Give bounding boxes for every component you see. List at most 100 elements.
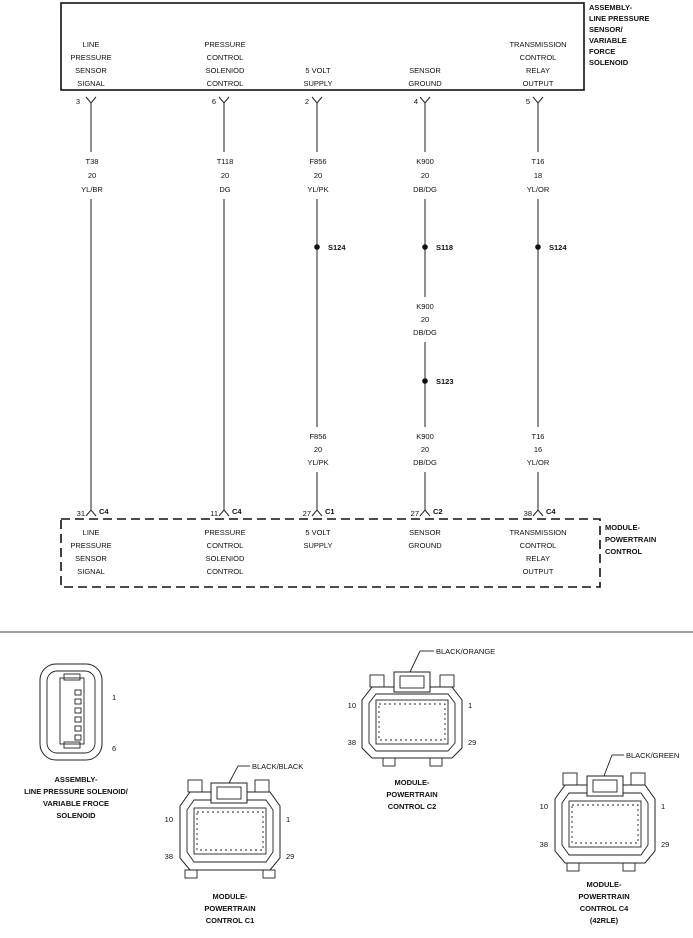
splice-dot [422,244,428,250]
connector-side-tab [187,779,203,793]
wire-color: YL/BR [81,185,103,194]
connector-caption: MODULE- [395,778,430,787]
bottom-pin-label: 5 VOLT [305,528,331,537]
bottom-pin-number: 11 [210,509,218,518]
connector-lock-inner [592,779,618,793]
connector-foot [184,869,198,879]
top-pin-label: CONTROL [207,53,244,62]
wire-gauge: 20 [314,445,322,454]
terminal-cavity [74,716,82,723]
terminal-cavity [74,707,82,714]
connector-caption: CONTROL C2 [388,802,437,811]
terminal-cavity [74,698,82,705]
splice-id: S124 [549,243,567,252]
wire-color: DB/DG [413,328,437,337]
splice-dot [314,244,320,250]
top-connector-terminal [218,96,230,104]
connector-latch [63,741,81,749]
connector-shell [361,686,463,759]
wire-color: YL/OR [527,185,550,194]
top-pin-label: CONTROL [520,53,557,62]
top-pin-label: SIGNAL [77,79,105,88]
terminal-field [568,800,642,848]
wire-gauge: 20 [421,315,429,324]
terminal-cavity [74,689,82,696]
top-component-name-line: VARIABLE [589,36,627,45]
bottom-connector-id: C4 [546,507,556,516]
bottom-connector-terminal [419,509,431,517]
pin-number-label: 29 [468,738,476,747]
connector-foot [566,862,580,872]
bottom-pin-label: PRESSURE [70,541,111,550]
connector-side-tab [630,772,646,786]
connector-caption: POWERTRAIN [204,904,255,913]
color-leader-line [409,650,421,673]
color-leader-line [228,765,239,784]
top-pin-number: 2 [305,97,309,106]
connector-lock [393,671,431,693]
connector-caption: LINE PRESSURE SOLENOID/ [24,787,129,796]
connector-caption: POWERTRAIN [578,892,629,901]
circuit-line-pressure-sensor-signal: LINE PRESSURE SENSOR SIGNAL 3 T38 20 YL/… [70,40,111,576]
top-connector-terminal [419,96,431,104]
bottom-component-box [60,518,601,588]
color-leader-line [603,754,613,777]
top-pin-label: SENSOR [75,66,107,75]
connector-view-pcm-c2: BLACK/ORANGE 10 1 38 29 MODULE- POWERTRA… [348,647,496,811]
pin-number-label: 1 [286,815,290,824]
terminal-field [375,699,449,745]
connector-foot [262,869,276,879]
pin-number-label: 6 [112,744,116,753]
pin-number-label: 10 [540,802,548,811]
connector-caption: (42RLE) [590,916,619,925]
top-component-name-line: SOLENOID [589,58,629,67]
wire-gauge: 20 [314,171,322,180]
top-pin-label: SUPPLY [303,79,332,88]
bottom-pin-label: RELAY [526,554,550,563]
bottom-pin-number: 31 [77,509,85,518]
wire-color: YL/PK [307,458,328,467]
wire-color: DB/DG [413,185,437,194]
wire-color: YL/PK [307,185,328,194]
connector-color-label: BLACK/GREEN [626,751,679,760]
bottom-component: MODULE- POWERTRAIN CONTROL [60,518,656,588]
connector-face-6-pin [39,663,103,761]
top-pin-label: SOLENIOD [206,66,245,75]
bottom-component-name-line: MODULE- [605,523,640,532]
pin-number-label: 29 [661,840,669,849]
pin-number-label: 38 [540,840,548,849]
top-component-name: ASSEMBLY- LINE PRESSURE SENSOR/ VARIABLE… [589,3,649,67]
terminal-cavity [74,734,82,741]
wire-gauge: 20 [421,171,429,180]
connector-color-label: BLACK/BLACK [252,762,303,771]
bottom-pin-label: SIGNAL [77,567,105,576]
circuit-pressure-control-soleniod-control: PRESSURE CONTROL SOLENIOD CONTROL 6 T118… [204,40,245,576]
wire-circuit-code: F856 [309,157,326,166]
top-pin-label: CONTROL [207,79,244,88]
terminal-field [193,807,267,855]
top-pin-number: 3 [76,97,80,106]
pin-number-label: 1 [468,701,472,710]
pin-number-label: 1 [112,693,116,702]
connector-lock [210,782,248,804]
bottom-pin-label: SUPPLY [303,541,332,550]
splice-id: S123 [436,377,454,386]
bottom-connector-id: C1 [325,507,335,516]
connector-side-tab [439,674,455,688]
pin-number-label: 29 [286,852,294,861]
bottom-pin-label: CONTROL [207,541,244,550]
wire-circuit-code: T118 [217,157,234,166]
connector-side-tab [562,772,578,786]
pin-number-label: 38 [348,738,356,747]
connector-foot [622,862,636,872]
connector-lock-inner [216,786,242,800]
terminal-grid [196,811,264,851]
top-pin-label: 5 VOLT [305,66,331,75]
wire-gauge: 20 [421,445,429,454]
bottom-pin-label: CONTROL [520,541,557,550]
connector-face-38-pin [361,671,463,767]
bottom-connector-id: C4 [232,507,242,516]
terminal-cavities [196,811,264,851]
wire-circuit-code: T16 [532,432,545,441]
